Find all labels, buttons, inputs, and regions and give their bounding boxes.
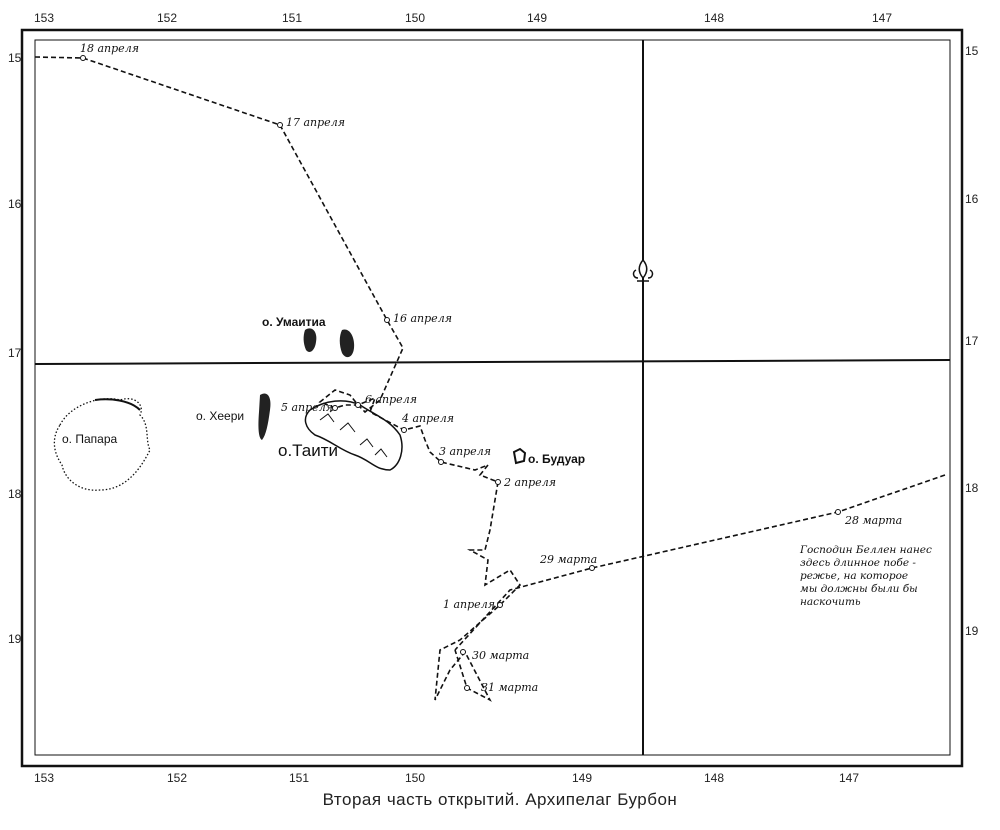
map-inner-frame bbox=[34, 39, 951, 756]
date-label: 30 марта bbox=[472, 649, 529, 662]
island-label-heeri: о. Хеери bbox=[196, 409, 244, 423]
umaitia-island-west bbox=[303, 328, 317, 353]
date-label: 29 марта bbox=[539, 553, 597, 566]
tick-label: 148 bbox=[704, 771, 724, 785]
tick-label: 149 bbox=[527, 11, 547, 25]
latitude-ticks-left: 15 16 17 18 19 bbox=[8, 51, 22, 646]
island-label-umaitia: о. Умаитиа bbox=[262, 315, 326, 329]
note-line: режье, на которое bbox=[800, 570, 908, 582]
date-label: 16 апреля bbox=[393, 312, 452, 325]
boudoir-island bbox=[512, 447, 527, 465]
latitude-ticks-right: 15 16 17 18 19 bbox=[965, 44, 979, 638]
heeri-island bbox=[258, 393, 271, 440]
tick-label: 17 bbox=[8, 346, 22, 360]
umaitia-island-east bbox=[339, 329, 355, 358]
tick-label: 19 bbox=[8, 632, 22, 646]
tick-label: 153 bbox=[34, 11, 54, 25]
tick-label: 16 bbox=[8, 197, 22, 211]
tick-label: 147 bbox=[839, 771, 859, 785]
map-outer-frame bbox=[20, 28, 964, 768]
island-label-boudoir: о. Будуар bbox=[528, 452, 585, 466]
tick-label: 152 bbox=[167, 771, 187, 785]
date-label: 18 апреля bbox=[80, 42, 139, 55]
tick-label: 18 bbox=[965, 481, 979, 495]
route-april bbox=[34, 56, 522, 702]
tick-label: 151 bbox=[282, 11, 302, 25]
parallel-line bbox=[34, 359, 951, 365]
longitude-ticks-bottom: 153 152 151 150 149 148 147 bbox=[34, 771, 859, 785]
tahiti-relief bbox=[319, 407, 388, 458]
note-line: Господин Беллен нанес bbox=[799, 544, 932, 556]
island-label-tahiti: о.Таити bbox=[278, 441, 338, 460]
island-label-papara: о. Папара bbox=[62, 432, 117, 446]
date-label: 2 апреля bbox=[503, 476, 556, 489]
map-caption: Вторая часть открытий. Архипелаг Бурбон bbox=[323, 790, 678, 809]
tick-label: 19 bbox=[965, 624, 979, 638]
tick-label: 153 bbox=[34, 771, 54, 785]
date-label: 28 марта bbox=[844, 514, 902, 527]
tick-label: 152 bbox=[157, 11, 177, 25]
note-line: здесь длинное побе - bbox=[800, 557, 916, 569]
date-label: 31 марта bbox=[481, 681, 538, 694]
date-label: 4 апреля bbox=[401, 412, 454, 425]
tick-label: 17 bbox=[965, 334, 979, 348]
papara-island-outline bbox=[53, 398, 151, 491]
route-points bbox=[80, 55, 841, 691]
date-label: 3 апреля bbox=[439, 445, 491, 458]
map-note: Господин Беллен нанес здесь длинное побе… bbox=[799, 544, 932, 608]
longitude-ticks-top: 153 152 151 150 149 148 147 bbox=[34, 11, 892, 25]
route-march bbox=[454, 474, 946, 651]
tick-label: 151 bbox=[289, 771, 309, 785]
note-line: наскочить bbox=[800, 596, 861, 608]
tick-label: 15 bbox=[965, 44, 979, 58]
tick-label: 148 bbox=[704, 11, 724, 25]
note-line: мы должны были бы bbox=[800, 583, 918, 595]
tick-label: 149 bbox=[572, 771, 592, 785]
tick-label: 18 bbox=[8, 487, 22, 501]
tick-label: 150 bbox=[405, 771, 425, 785]
tick-label: 15 bbox=[8, 51, 22, 65]
papara-coast bbox=[94, 398, 141, 411]
fleur-de-lis-icon bbox=[632, 258, 654, 286]
date-label: 1 апреля bbox=[443, 598, 495, 611]
tick-label: 150 bbox=[405, 11, 425, 25]
date-label: 6 апреля bbox=[365, 393, 417, 406]
date-label: 5 апреля bbox=[281, 401, 333, 414]
tick-label: 16 bbox=[965, 192, 979, 206]
tick-label: 147 bbox=[872, 11, 892, 25]
date-label: 17 апреля bbox=[286, 116, 345, 129]
